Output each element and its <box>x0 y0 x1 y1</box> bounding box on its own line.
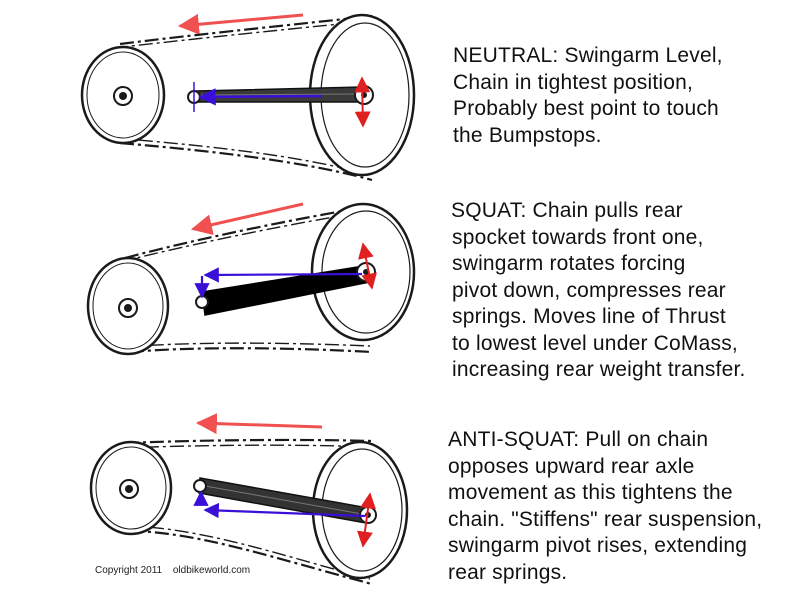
description-line: the Bumpstops. <box>453 123 602 147</box>
thrust-line-arrow <box>203 267 363 283</box>
sprocket-rotation-arrow <box>358 242 377 290</box>
description-line: swingarm rotates forcing <box>452 252 686 275</box>
description-line: to lowest level under CoMass, <box>452 331 738 355</box>
thrust-line-arrow <box>203 502 366 519</box>
description-line: movement as this tightens the <box>448 481 733 504</box>
neutral-diagram <box>80 13 416 182</box>
front-sprocket <box>86 256 170 356</box>
sprocket-rotation-arrow <box>354 76 371 128</box>
copyright-credit: Copyright 2011 oldbikeworld.com <box>95 565 250 576</box>
description-line: pivot down, compresses rear <box>452 278 726 302</box>
description-line: spocket towards front one, <box>452 225 704 249</box>
chain-pull-arrow <box>190 202 304 236</box>
front-sprocket <box>89 440 173 536</box>
chain-pull-arrow <box>177 13 304 35</box>
description-line: increasing rear weight transfer. <box>452 358 746 381</box>
copyright-text: Copyright 2011 <box>95 565 163 576</box>
description-line: Probably best point to touch <box>453 97 719 120</box>
description-line: rear springs. <box>448 560 568 584</box>
neutral-description: NEUTRAL: Swingarm Level, Chain in tighte… <box>453 43 723 149</box>
description-line: springs. Moves line of Thrust <box>452 305 726 328</box>
description-line: chain. "Stiffens" rear suspension, <box>448 507 763 531</box>
description-line: opposes upward rear axle <box>448 454 695 478</box>
swingarm <box>187 85 374 105</box>
chain-pull-arrow <box>195 413 323 435</box>
description-line: Chain in tightest position, <box>453 70 694 94</box>
squat-diagram <box>86 202 416 356</box>
anti-squat-description: ANTI-SQUAT: Pull on chain opposes upward… <box>448 427 762 586</box>
description-line: SQUAT: Chain pulls rear <box>451 199 683 222</box>
front-sprocket <box>80 45 166 145</box>
anti-squat-diagram <box>89 413 409 586</box>
description-line: NEUTRAL: Swingarm Level, <box>453 44 723 67</box>
thrust-line-arrow <box>198 88 323 106</box>
sprocket-rotation-arrow <box>356 492 377 548</box>
description-line: swingarm pivot rises, extending <box>448 534 748 557</box>
site-name: oldbikeworld.com <box>172 565 251 576</box>
description-line: ANTI-SQUAT: Pull on chain <box>448 428 709 451</box>
squat-description: SQUAT: Chain pulls rear spocket towards … <box>451 198 746 384</box>
